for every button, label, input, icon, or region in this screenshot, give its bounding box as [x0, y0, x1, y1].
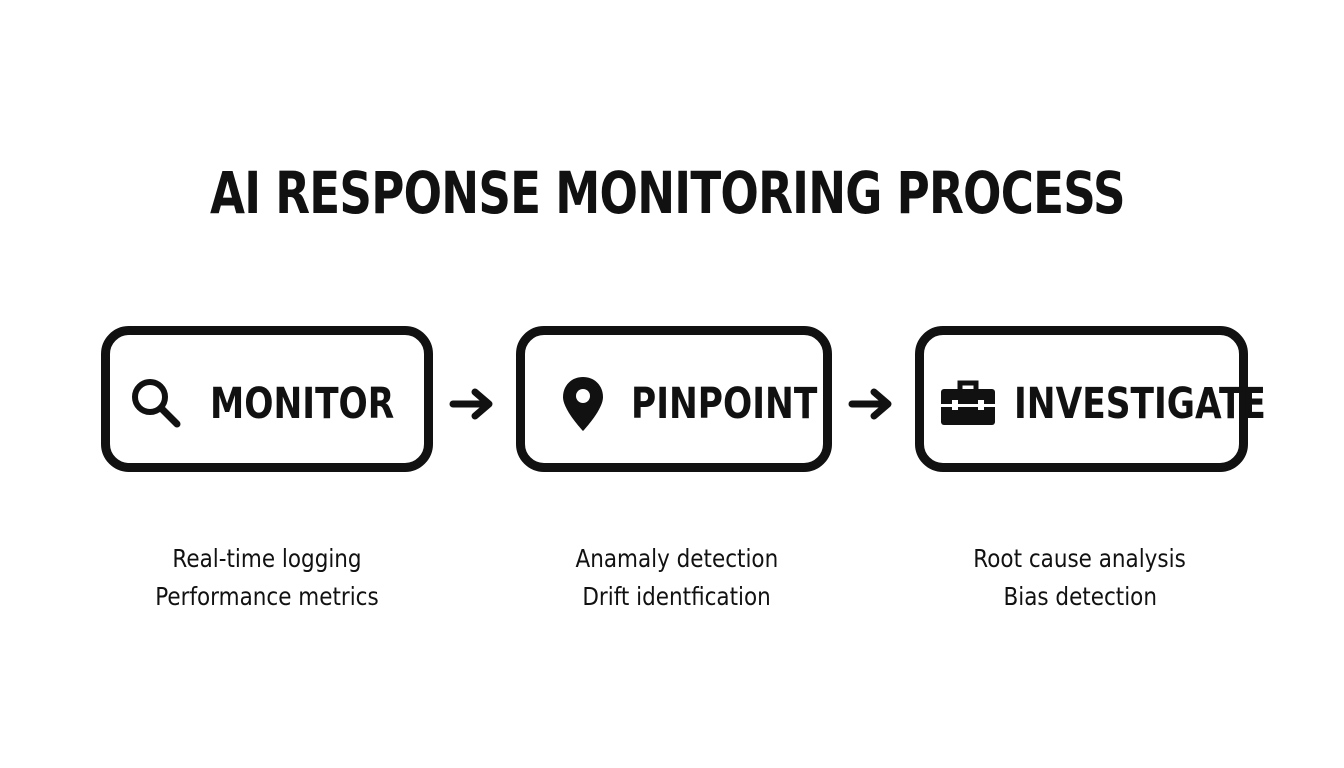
step-details-pinpoint: Anamaly detection Drift identfication	[507, 540, 847, 616]
map-pin-icon	[553, 373, 613, 433]
step-label-monitor: MONITOR	[210, 379, 395, 429]
step-box-investigate: INVESTIGATE	[915, 326, 1266, 472]
step-label-investigate: INVESTIGATE	[1014, 379, 1266, 429]
step-box-monitor: MONITOR	[101, 326, 433, 472]
detail-line: Drift identfication	[582, 582, 772, 611]
step-details-monitor: Real-time logging Performance metrics	[97, 540, 437, 616]
arrow-right-icon	[449, 384, 497, 424]
detail-line: Real-time logging	[172, 544, 362, 573]
detail-line: Bias detection	[1003, 582, 1157, 611]
step-label-pinpoint: PINPOINT	[631, 379, 818, 429]
detail-line: Performance metrics	[155, 582, 379, 611]
detail-line: Anamaly detection	[575, 544, 779, 573]
step-box-pinpoint: PINPOINT	[516, 326, 832, 472]
arrow-right-icon	[848, 384, 896, 424]
step-details-investigate: Root cause analysis Bias detection	[910, 540, 1250, 616]
magnifier-icon	[126, 373, 186, 433]
diagram-title: AI RESPONSE MONITORING PROCESS	[210, 159, 1126, 227]
detail-line: Root cause analysis	[973, 544, 1187, 573]
briefcase-icon	[938, 373, 998, 433]
